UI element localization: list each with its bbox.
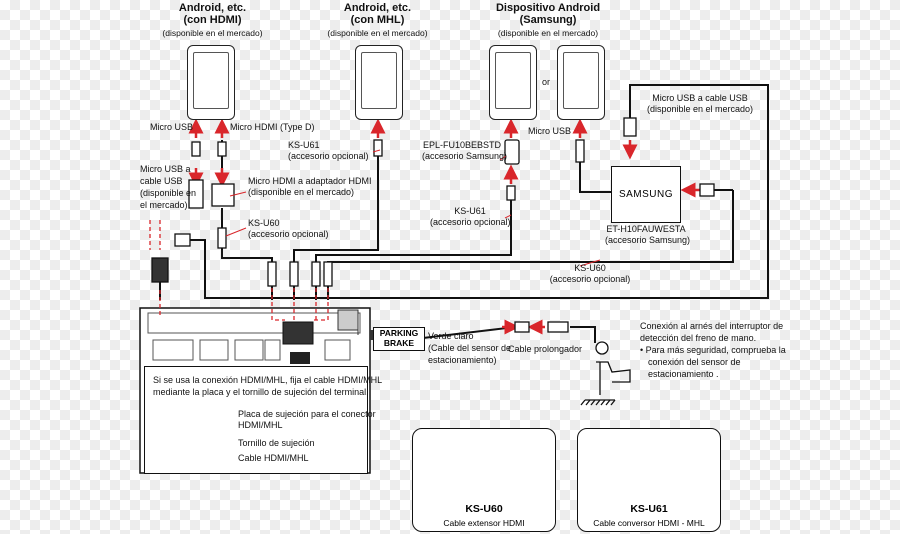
header-mhl-avail: (disponible en el mercado)	[327, 28, 428, 38]
hdmi-mhl-note: Si se usa la conexión HDMI/MHL, fija el …	[144, 366, 382, 474]
label-micro-usb-1: Micro USB	[150, 122, 194, 132]
label-ks-u61-samsung: KS-U61(accesorio opcional)	[430, 206, 511, 227]
cable-ks-u60-name: KS-U60	[465, 503, 503, 515]
dashed-guides	[149, 220, 329, 321]
label-micro-usb-samsung: Micro USB	[528, 126, 572, 136]
header-samsung-avail: (disponible en el mercado)	[497, 28, 599, 38]
cable-box-ks-u60: KS-U60 Cable extensor HDMI	[412, 428, 556, 532]
phone-samsung-1	[489, 45, 537, 120]
header-samsung-title: Dispositivo Android	[495, 2, 601, 14]
header-hdmi-title: Android, etc.	[178, 2, 247, 14]
phone-samsung-2	[557, 45, 605, 120]
label-ks-u60-left: KS-U60(accesorio opcional)	[248, 218, 329, 239]
note-item-screw: Tornillo de sujeción	[238, 438, 315, 448]
label-cable-prolongador: Cable prolongador	[508, 344, 583, 354]
label-et-h10: ET-H10FAUWESTA(accesorio Samsung)	[605, 224, 691, 245]
header-mhl-subtitle: (con MHL)	[350, 14, 405, 26]
phone-mhl	[355, 45, 403, 120]
label-micro-hdmi-type-d: Micro HDMI (Type D)	[230, 122, 315, 132]
red-arrows	[188, 118, 700, 335]
header-hdmi: Android, etc. (con HDMI) (disponible en …	[150, 2, 275, 39]
hand-brake-switch	[580, 341, 631, 406]
samsung-adapter: SAMSUNG	[611, 166, 681, 223]
label-ks-u60-right: KS-U60(accesorio opcional)	[549, 263, 631, 284]
note-item-cable: Cable HDMI/MHL	[238, 453, 309, 463]
label-epl: EPL-FU10BEBSTD(accesorio Samsung)	[422, 140, 508, 161]
leaders	[225, 149, 601, 267]
header-mhl-title: Android, etc.	[343, 2, 412, 14]
label-hdmi-adapter: Micro HDMI a adaptador HDMI(disponible e…	[248, 176, 372, 197]
cable-ks-u60-desc: Cable extensor HDMI	[443, 518, 525, 528]
cable-ks-u61-name: KS-U61	[630, 503, 668, 515]
label-ks-u61-mhl: KS-U61(accesorio opcional)	[288, 140, 369, 161]
header-samsung-subtitle: (Samsung)	[519, 14, 577, 26]
header-mhl: Android, etc. (con MHL) (disponible en e…	[315, 2, 440, 39]
cable-box-ks-u61: KS-U61 Cable conversor HDMI - MHL	[577, 428, 721, 532]
plugs	[151, 117, 715, 333]
phone-hdmi	[187, 45, 235, 120]
header-hdmi-subtitle: (con HDMI)	[183, 14, 242, 26]
label-micro-usb-to-usb-right: Micro USB a cable USB(disponible en el m…	[646, 93, 754, 114]
header-hdmi-avail: (disponible en el mercado)	[162, 28, 263, 38]
note-text: Si se usa la conexión HDMI/MHL, fija el …	[153, 375, 383, 397]
header-samsung: Dispositivo Android (Samsung) (disponibl…	[478, 2, 618, 39]
or-label: or	[542, 77, 551, 87]
cable-ks-u61-desc: Cable conversor HDMI - MHL	[593, 518, 705, 528]
